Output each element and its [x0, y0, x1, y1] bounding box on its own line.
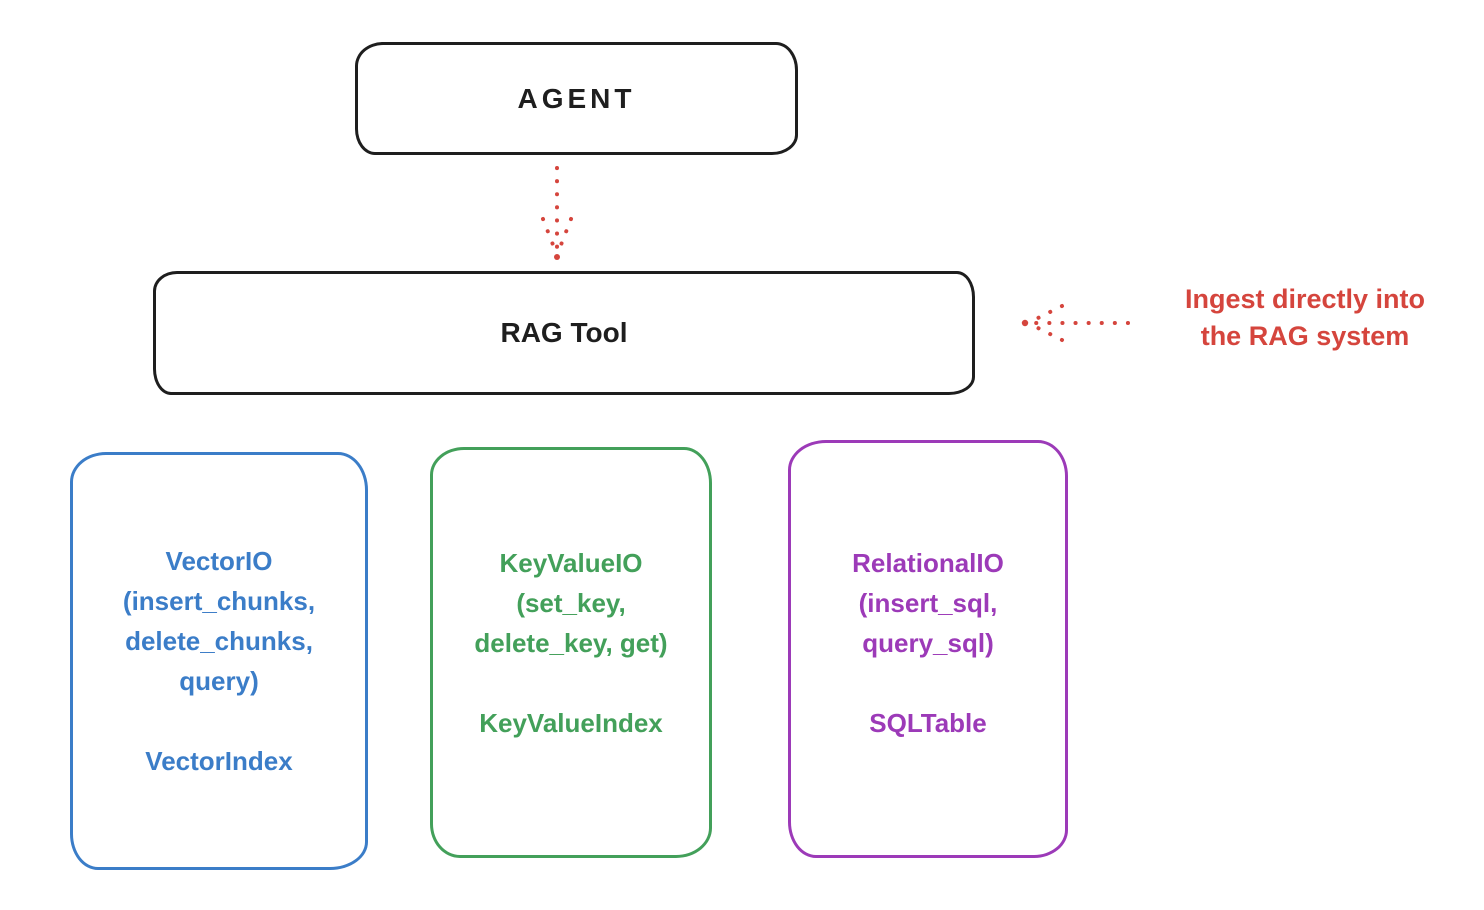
relationalio-methods-line1: (insert_sql, — [858, 588, 998, 618]
ingest-annotation-line1: Ingest directly into — [1184, 284, 1426, 314]
keyvalueio-methods-line2: delete_key, get) — [474, 628, 668, 658]
vectorio-box: VectorIO (insert_chunks, delete_chunks, … — [70, 452, 368, 870]
ingest-annotation: Ingest directly into the RAG system — [1135, 281, 1475, 355]
agent-node: AGENT — [355, 42, 798, 155]
rag-tool-node: RAG Tool — [153, 271, 975, 395]
ingest-annotation-line2: the RAG system — [1200, 321, 1410, 351]
rag-tool-node-label: RAG Tool — [500, 317, 628, 348]
vectorio-index-label: VectorIndex — [145, 746, 293, 776]
vectorio-text: VectorIO (insert_chunks, delete_chunks, … — [73, 541, 365, 781]
vectorio-title: VectorIO — [165, 546, 273, 576]
relationalio-box: RelationalIO (insert_sql, query_sql) SQL… — [788, 440, 1068, 858]
relationalio-title: RelationalIO — [852, 548, 1004, 578]
relationalio-methods-line2: query_sql) — [862, 628, 994, 658]
relationalio-index-label: SQLTable — [869, 708, 987, 738]
agent-node-label: AGENT — [517, 82, 636, 114]
vectorio-methods-line1: (insert_chunks, — [122, 586, 316, 616]
keyvalueio-text: KeyValueIO (set_key, delete_key, get) Ke… — [433, 543, 709, 743]
ingest-annotation-arrow — [1021, 304, 1130, 342]
agent-to-rag-arrow — [541, 166, 573, 260]
vectorio-methods-line2: delete_chunks, — [125, 626, 313, 656]
keyvalueio-box: KeyValueIO (set_key, delete_key, get) Ke… — [430, 447, 712, 858]
vectorio-methods-line3: query) — [179, 666, 259, 696]
keyvalueio-title: KeyValueIO — [499, 548, 643, 578]
keyvalueio-index-label: KeyValueIndex — [479, 708, 663, 738]
relationalio-text: RelationalIO (insert_sql, query_sql) SQL… — [791, 543, 1065, 743]
keyvalueio-methods-line1: (set_key, — [516, 588, 626, 618]
